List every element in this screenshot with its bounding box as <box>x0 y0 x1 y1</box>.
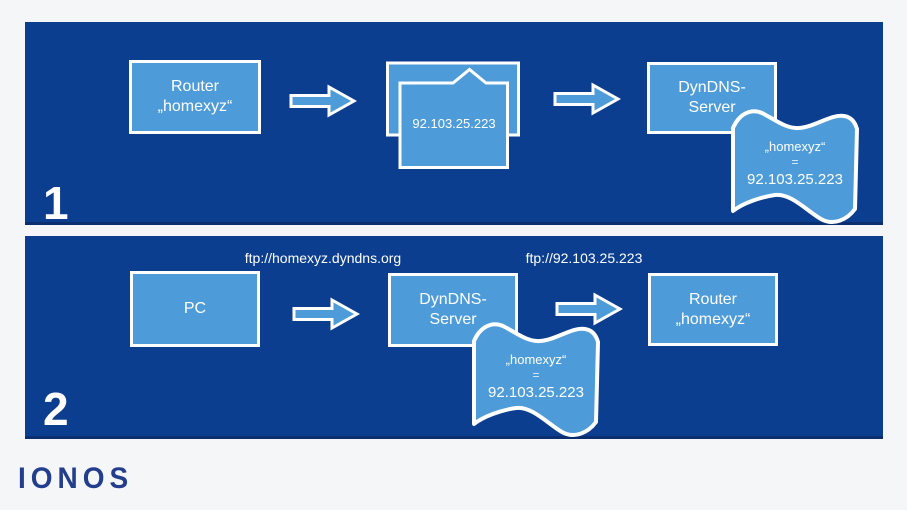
server-label-line1: DynDNS- <box>678 79 746 96</box>
dns-mapping-text: „homexyz“ = 92.103.25.223 <box>731 138 859 189</box>
flag-equals-sign: = <box>532 368 540 382</box>
server-label-line2: Server <box>688 99 736 116</box>
request-url-label: ftp://homexyz.dyndns.org <box>244 250 402 266</box>
flag-hostname: „homexyz“ <box>505 352 567 367</box>
step-1-number: 1 <box>43 177 69 229</box>
server-label-line1: DynDNS- <box>419 291 487 308</box>
ip-document-icon <box>383 58 525 190</box>
arrow-right-icon <box>289 84 357 118</box>
pc-label: PC <box>183 300 207 317</box>
document-ip-text: 92.103.25.223 <box>412 116 496 131</box>
flag-ip: 92.103.25.223 <box>747 171 843 188</box>
server-label-line2: Server <box>429 311 477 328</box>
arrow-right-icon <box>555 292 623 326</box>
router-label-line1: Router <box>688 290 738 308</box>
ionos-logo: IONOS <box>18 462 134 495</box>
arrow-right-icon <box>553 82 621 116</box>
router-label-line1: Router <box>170 78 220 95</box>
flag-ip: 92.103.25.223 <box>488 384 584 401</box>
arrow-right-icon <box>292 297 360 331</box>
step-2-number: 2 <box>43 383 69 435</box>
router-label-line2: „homexyz“ <box>157 98 233 115</box>
flag-hostname: „homexyz“ <box>764 139 826 154</box>
dns-mapping-flag-icon: „homexyz“ = 92.103.25.223 <box>731 109 859 224</box>
dns-mapping-text: „homexyz“ = 92.103.25.223 <box>472 351 600 402</box>
flag-equals-sign: = <box>791 155 799 169</box>
resolved-url-label: ftp://92.103.25.223 <box>525 250 643 266</box>
router-label-line2: „homexyz“ <box>675 310 751 328</box>
step-2-panel: 2 ftp://homexyz.dyndns.org ftp://92.103.… <box>25 236 883 439</box>
step-1-panel: 1 Router „homexyz“ 92.103.25.223 DynDNS-… <box>25 22 883 229</box>
dns-mapping-flag-icon: „homexyz“ = 92.103.25.223 <box>472 322 600 437</box>
router-box-step1: Router „homexyz“ <box>129 60 261 134</box>
pc-box: PC <box>130 271 260 347</box>
router-box-step2: Router „homexyz“ <box>648 273 778 346</box>
